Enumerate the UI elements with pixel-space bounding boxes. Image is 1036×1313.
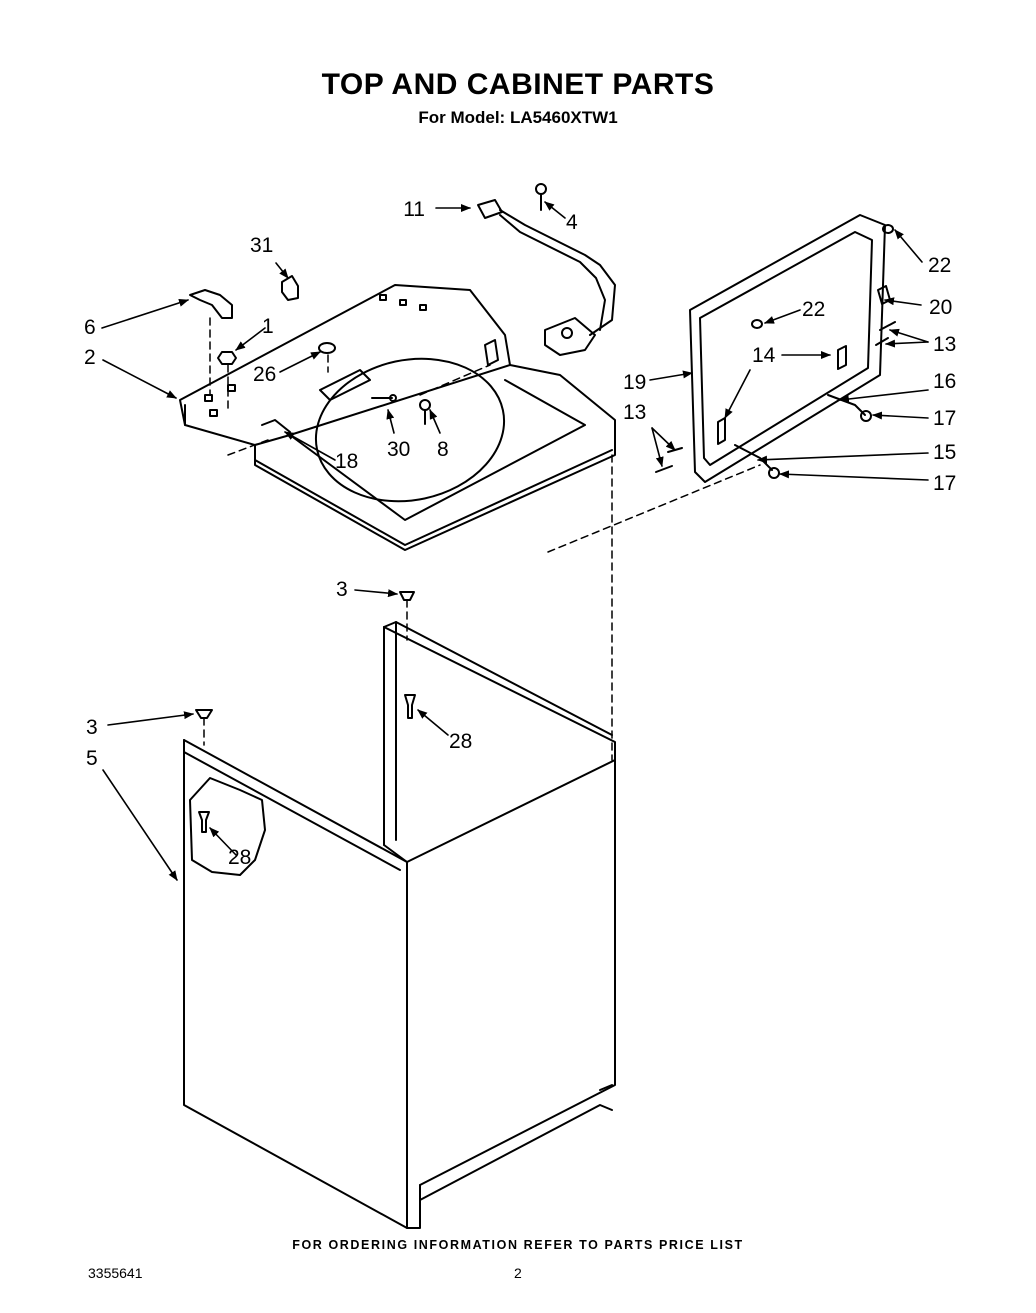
callout-3: 3: [86, 716, 98, 739]
callout-14: 14: [752, 344, 776, 367]
callout-4: 4: [566, 211, 578, 234]
callout-26: 26: [253, 363, 276, 386]
hinge-6: [189, 289, 233, 319]
callout-3: 3: [336, 578, 348, 601]
callout-17: 17: [933, 472, 956, 495]
cabinet-hardware: [195, 591, 416, 833]
callout-2: 2: [84, 346, 96, 369]
screw-4: [535, 183, 547, 211]
callout-16: 16: [933, 370, 956, 393]
callout-5: 5: [86, 747, 98, 770]
callout-13: 13: [933, 333, 956, 356]
alignment-lines: [209, 317, 761, 761]
cabinet-top: [179, 284, 616, 551]
callout-28: 28: [449, 730, 472, 753]
callout-labels: 11 4 31 6 1 2 26 30 8 18 22 22 20 13 14 …: [84, 198, 956, 869]
callout-17: 17: [933, 407, 956, 430]
callout-13: 13: [623, 401, 646, 424]
callout-22: 22: [802, 298, 825, 321]
callout-11: 11: [403, 198, 425, 221]
callout-22: 22: [928, 254, 951, 277]
callout-1: 1: [262, 315, 274, 338]
screw-8: [419, 399, 431, 425]
page-number: 2: [514, 1265, 522, 1281]
page-title: TOP AND CABINET PARTS: [321, 68, 715, 101]
lid: [689, 214, 891, 483]
document-number: 3355641: [88, 1265, 143, 1281]
leader-arrows: [101, 201, 929, 881]
callout-28: 28: [228, 846, 251, 869]
ordering-info-note: FOR ORDERING INFORMATION REFER TO PARTS …: [292, 1238, 744, 1252]
pin-30: [371, 394, 397, 402]
lid-switch-harness: [477, 199, 616, 356]
cabinet: [183, 621, 616, 1229]
model-subtitle: For Model: LA5460XTW1: [418, 108, 618, 127]
callout-18: 18: [335, 450, 358, 473]
callout-31: 31: [250, 234, 273, 257]
callout-15: 15: [933, 441, 956, 464]
callout-30: 30: [387, 438, 410, 461]
clip-31: [281, 275, 299, 301]
callout-19: 19: [623, 371, 646, 394]
callout-20: 20: [929, 296, 952, 319]
grommet-26: [318, 342, 336, 354]
nut-1: [217, 351, 237, 365]
callout-8: 8: [437, 438, 449, 461]
callout-6: 6: [84, 316, 96, 339]
